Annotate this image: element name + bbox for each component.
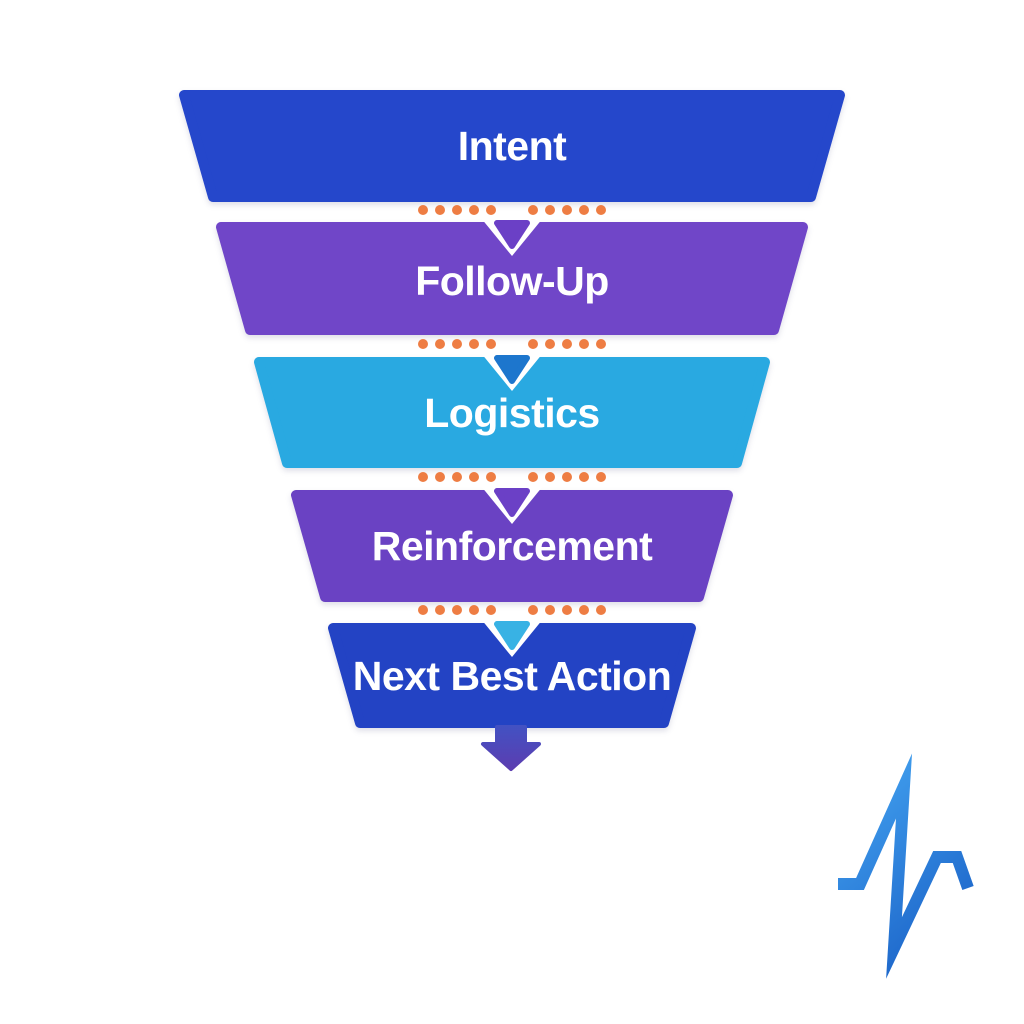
final-down-arrow-icon (481, 725, 541, 771)
stage-label-follow-up: Follow-Up (415, 258, 609, 304)
dotted-line (418, 339, 606, 349)
dotted-line (418, 472, 606, 482)
stage-label-next-best-action: Next Best Action (353, 653, 672, 699)
brand-pulse-logo-icon (838, 753, 974, 979)
stage-label-logistics: Logistics (424, 390, 599, 436)
stage-shape-follow-up (216, 222, 808, 335)
dotted-line (418, 205, 606, 215)
stage-shape-intent (179, 90, 845, 202)
stage-shape-reinforcement (291, 490, 733, 602)
dotted-line (418, 605, 606, 615)
stage-label-intent: Intent (458, 123, 567, 169)
stage-label-reinforcement: Reinforcement (372, 523, 653, 569)
stage-shape-logistics (254, 357, 770, 468)
stage-shape-next-best-action (328, 623, 696, 728)
